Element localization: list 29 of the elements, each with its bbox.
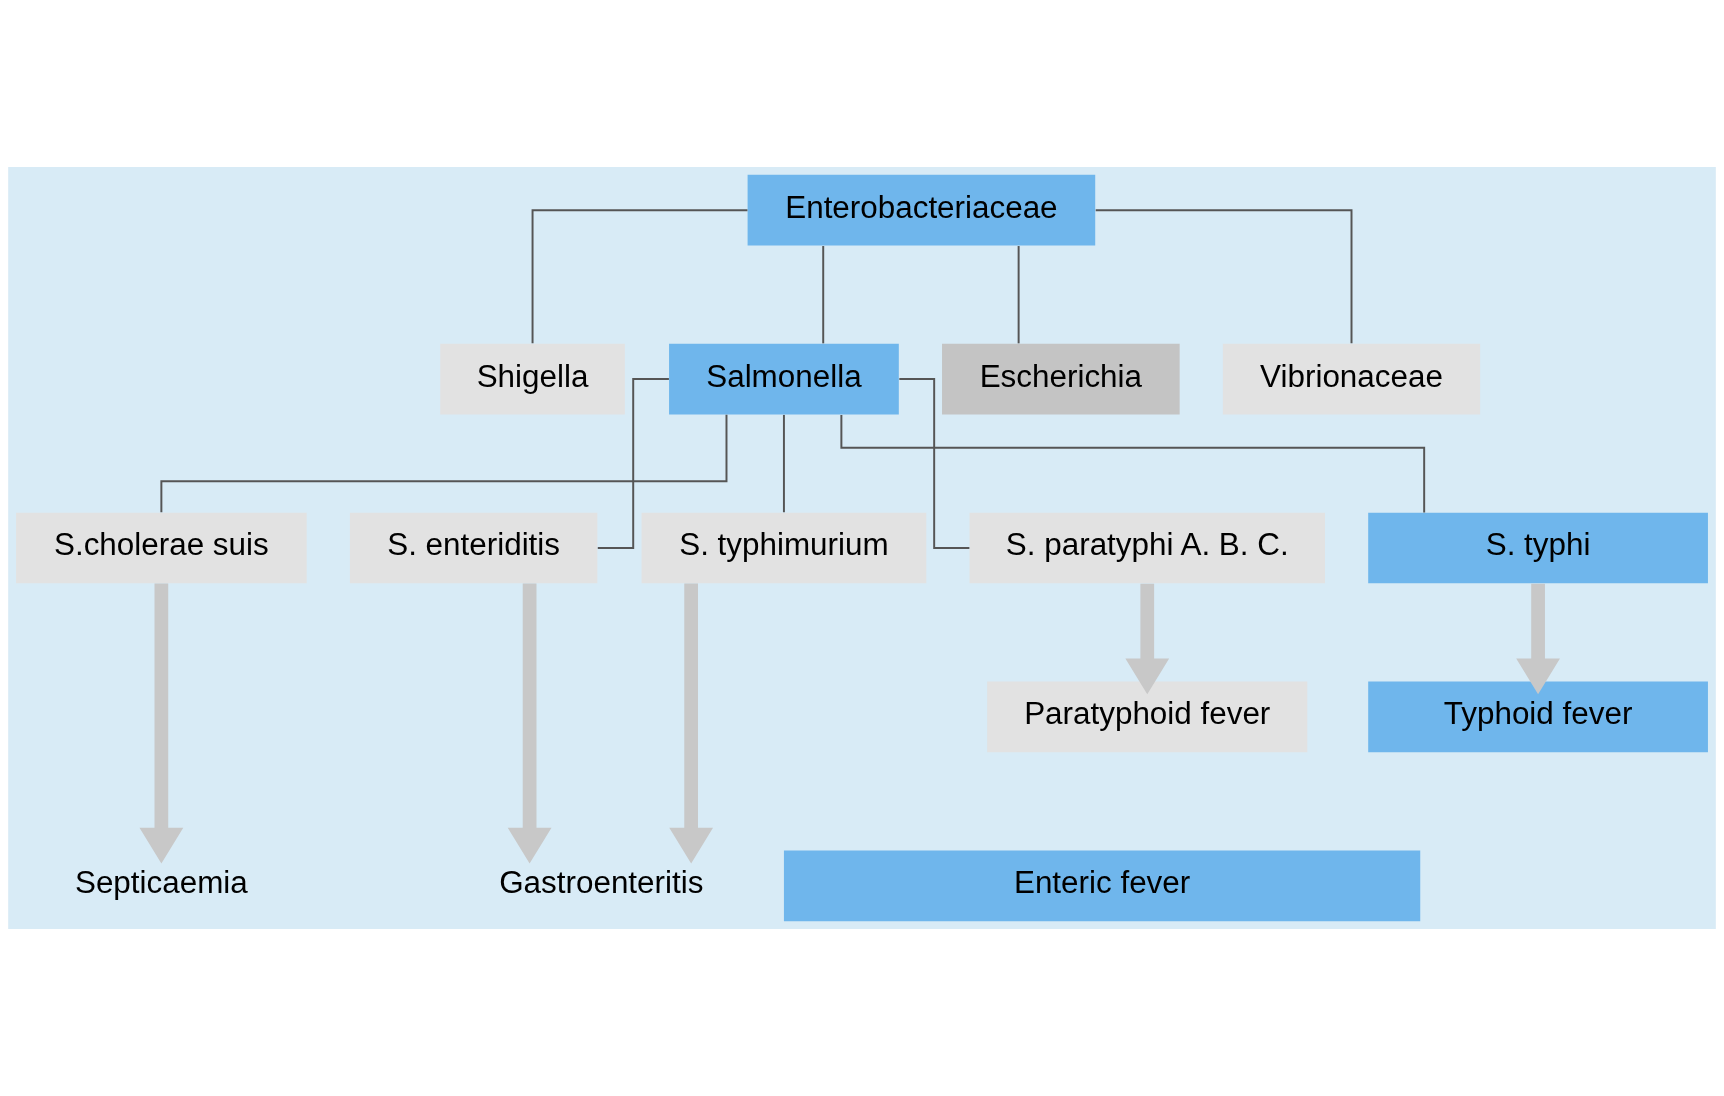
arrow xyxy=(507,583,552,864)
node-box: S. typhimurium xyxy=(641,512,927,584)
node-box: Escherichia xyxy=(942,343,1180,415)
node-box: Shigella xyxy=(440,343,625,415)
arrow xyxy=(669,583,714,864)
node-box: Salmonella xyxy=(669,343,899,415)
connector xyxy=(1094,209,1353,345)
connector xyxy=(898,378,971,549)
arrow xyxy=(1516,583,1560,695)
arrow xyxy=(1125,583,1170,695)
node-box: S. enteriditis xyxy=(349,512,598,584)
node-box: Enteric fever xyxy=(783,850,1421,922)
connector xyxy=(596,378,670,549)
arrow xyxy=(139,583,184,864)
node-text: Gastroenteritis xyxy=(499,865,704,901)
node-text: Septicaemia xyxy=(74,865,248,901)
node-box: S.cholerae suis xyxy=(16,512,307,584)
connector xyxy=(782,413,785,514)
connector xyxy=(822,245,825,345)
node-box: Paratyphoid fever xyxy=(987,681,1308,753)
node-box: Vibrionaceae xyxy=(1222,343,1481,415)
connector xyxy=(160,413,728,514)
connector xyxy=(840,414,1426,514)
node-box: S. typhi xyxy=(1368,512,1708,584)
connector xyxy=(531,209,749,345)
node-box: S. paratyphi A. B. C. xyxy=(969,512,1325,584)
connector xyxy=(1017,245,1020,345)
node-box: Typhoid fever xyxy=(1368,681,1708,753)
node-box: Enterobacteriaceae xyxy=(747,174,1096,246)
